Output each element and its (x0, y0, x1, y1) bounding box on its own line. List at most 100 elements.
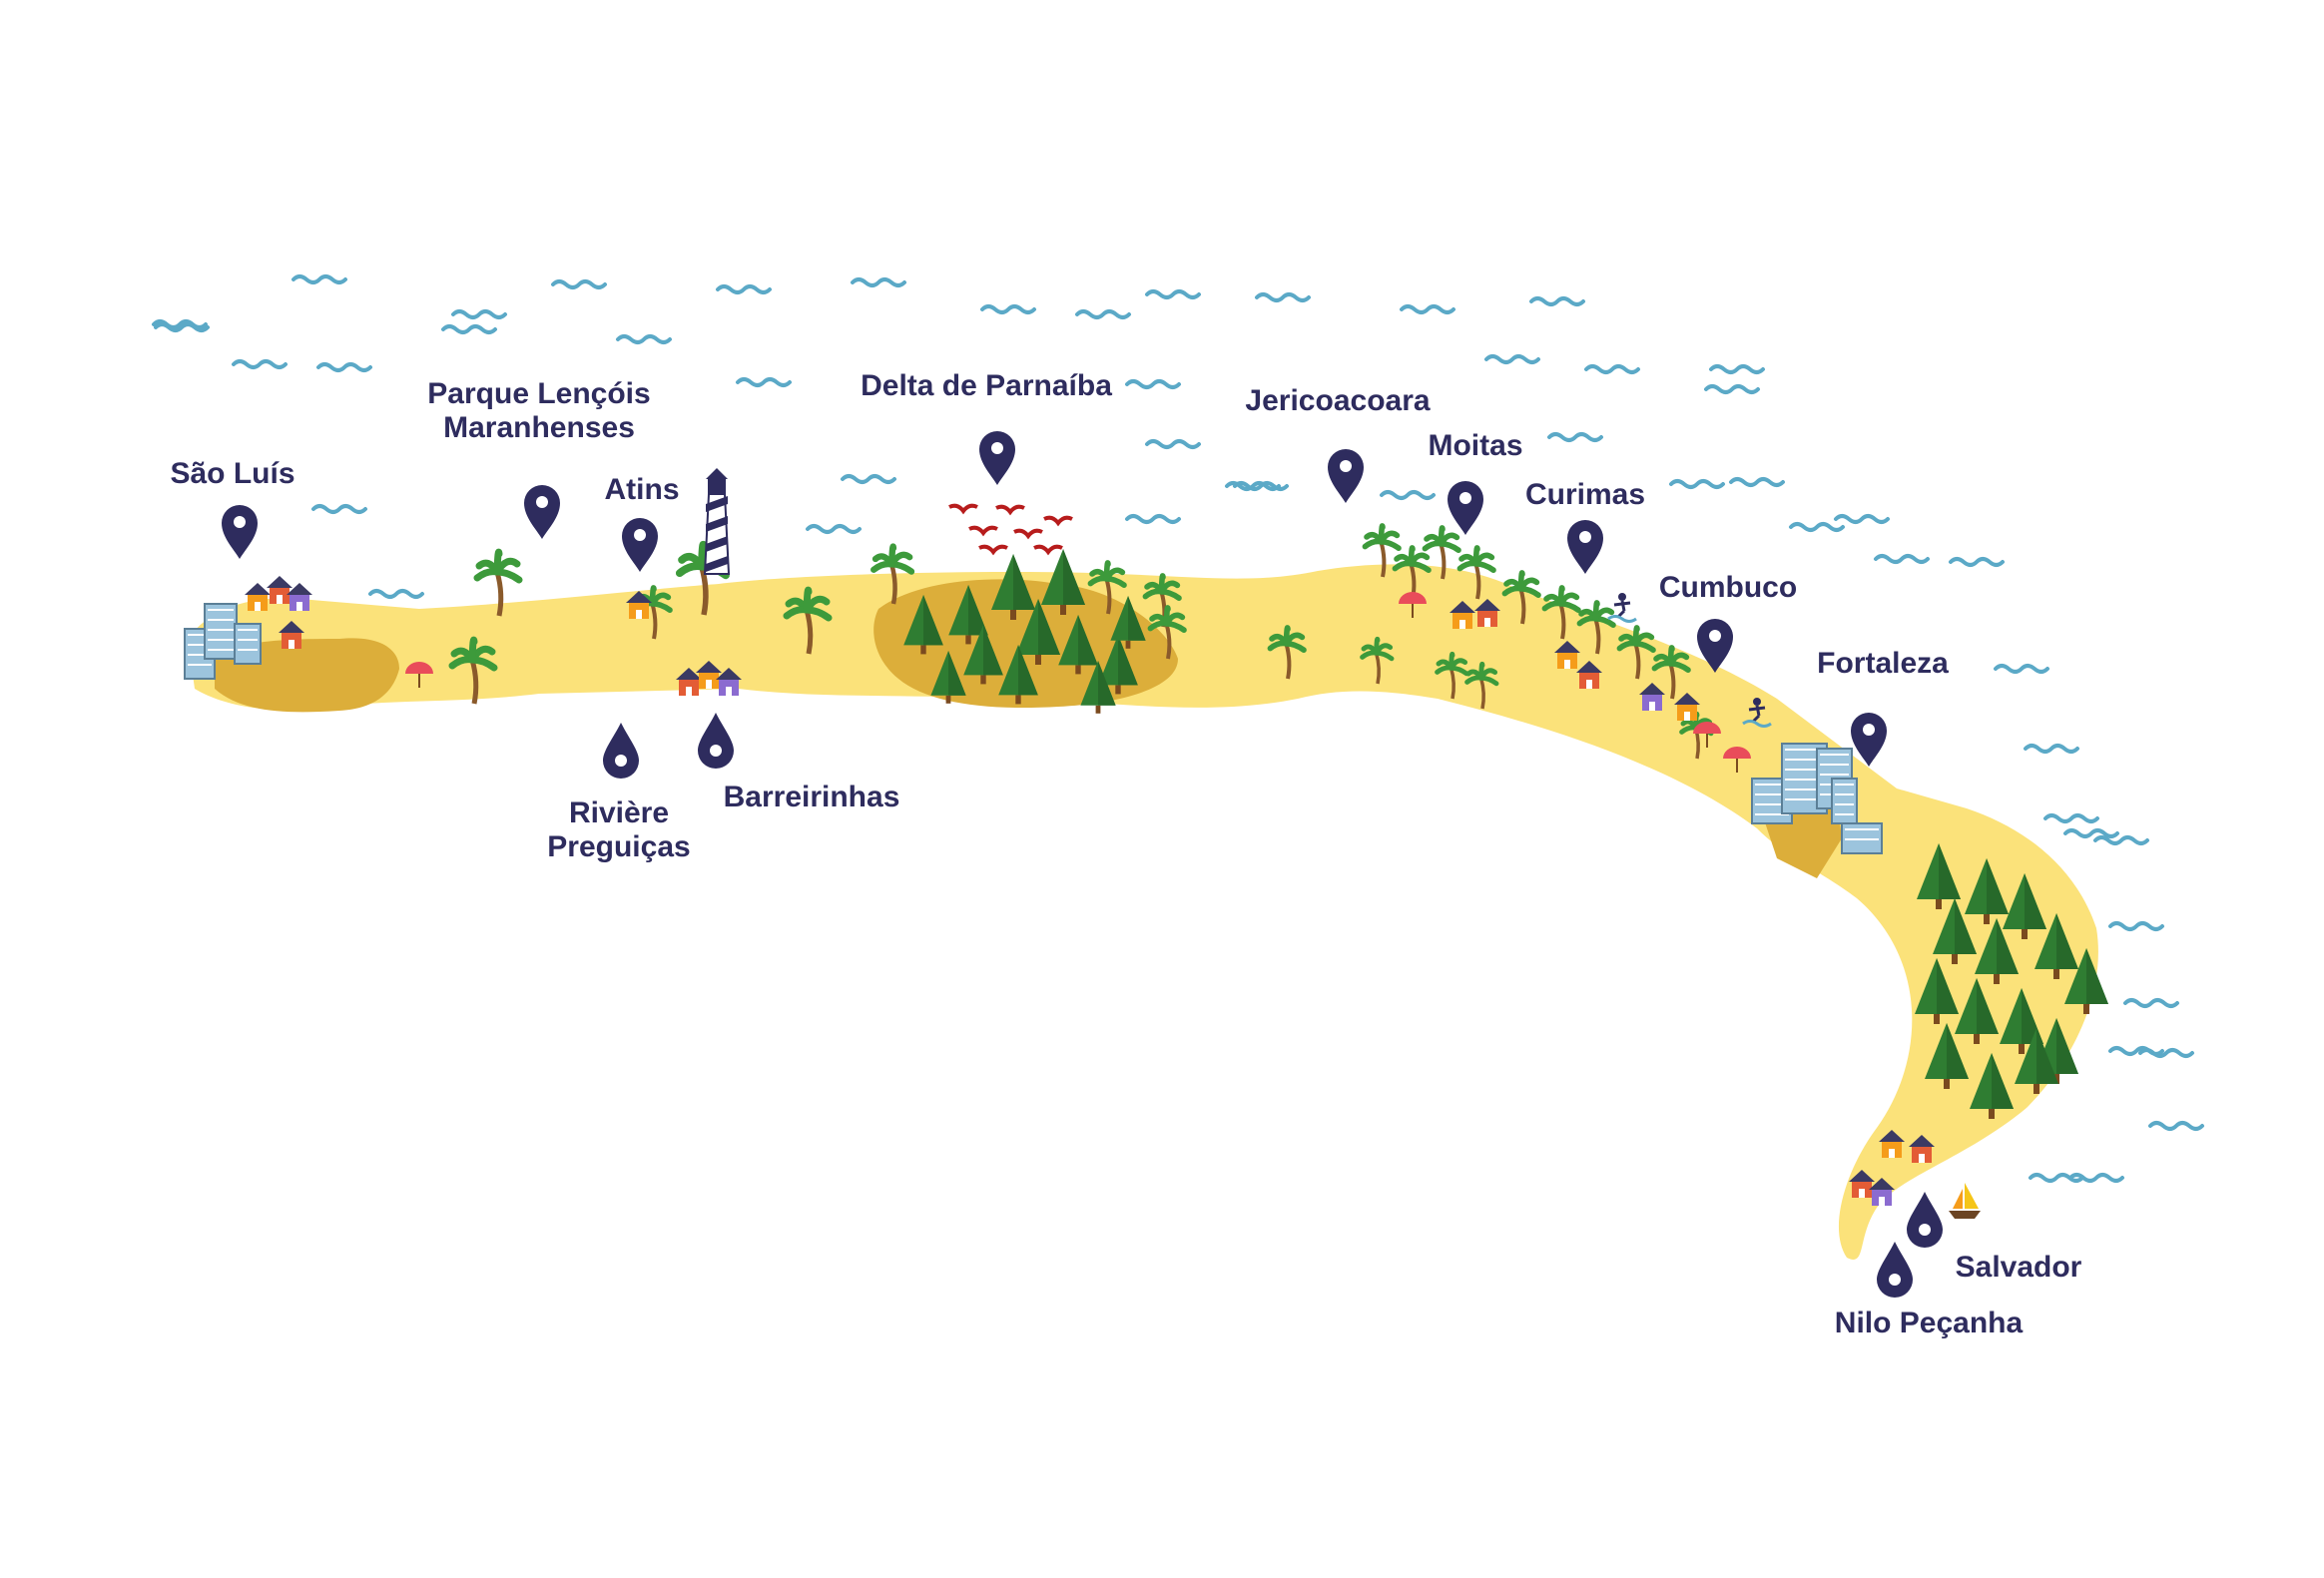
map-pin-icon (1328, 449, 1364, 503)
map-pin-icon (979, 431, 1015, 485)
wave-icon (716, 284, 772, 294)
wave-icon (1789, 522, 1845, 532)
house-icon (1909, 1135, 1935, 1163)
wave-icon (1547, 432, 1603, 442)
wave-icon (2068, 1173, 2124, 1183)
pin-cumbuco[interactable] (1697, 619, 1733, 673)
wave-icon (316, 362, 372, 372)
pine-tree-icon (2034, 913, 2078, 979)
pine-tree-icon (2003, 873, 2046, 939)
pin-moitas[interactable] (1448, 481, 1483, 535)
map-pin-icon (1567, 520, 1603, 574)
wave-icon (616, 334, 672, 344)
palm-tree-icon (1362, 523, 1402, 578)
beach-umbrella-icon (1723, 747, 1751, 773)
label-curimas: Curimas (1524, 478, 1646, 511)
label-fortaleza: Fortaleza (1817, 647, 1949, 680)
pin-barreirinhas[interactable] (698, 713, 734, 769)
wave-icon (1125, 514, 1181, 524)
pine-tree-icon (2015, 1028, 2058, 1094)
house-icon (1554, 641, 1580, 669)
label-jericoacoara: Jericoacoara (1245, 384, 1431, 417)
wave-icon (736, 377, 792, 387)
wave-icon (1225, 481, 1281, 491)
bird-icon (995, 504, 1025, 516)
wave-icon (1874, 554, 1930, 564)
house-icon (1639, 683, 1665, 711)
house-icon (287, 583, 312, 611)
map-pin-icon (1697, 619, 1733, 673)
palm-tree-icon (1576, 600, 1616, 655)
house-icon (716, 668, 742, 696)
wave-icon (1669, 479, 1725, 489)
palm-tree-icon (1456, 545, 1496, 600)
label-barreirinhas: Barreirinhas (723, 781, 900, 813)
sailboat-icon (1949, 1183, 1981, 1219)
palm-tree-icon (448, 636, 498, 705)
pin-fortaleza[interactable] (1851, 713, 1887, 767)
building-icon (234, 623, 262, 665)
label-salvador: Salvador (1955, 1251, 2082, 1284)
coast-strip (188, 564, 2098, 1260)
wave-icon (980, 304, 1036, 314)
label-moitas: Moitas (1428, 429, 1523, 462)
wave-icon (1075, 309, 1131, 319)
pin-salvador[interactable] (1907, 1192, 1943, 1248)
pin-atins[interactable] (622, 518, 658, 572)
map-pin-icon (622, 518, 658, 572)
house-icon (1474, 599, 1500, 627)
pine-tree-icon (1975, 918, 2019, 984)
map-pin-icon (524, 485, 560, 539)
house-icon (676, 668, 702, 696)
wave-icon (2123, 998, 2179, 1008)
wave-icon (1125, 379, 1181, 389)
pine-tree-icon (1915, 958, 1959, 1024)
wave-icon (1145, 289, 1201, 299)
wave-icon (2043, 813, 2099, 823)
bird-icon (1033, 544, 1063, 556)
pin-curimas[interactable] (1567, 520, 1603, 574)
label-atins: Atins (604, 473, 680, 506)
drop-pin-icon (1877, 1242, 1913, 1298)
wave-icon (2108, 921, 2164, 931)
map-pin-icon (1851, 713, 1887, 767)
pine-tree-icon (2064, 948, 2108, 1014)
house-icon (1879, 1130, 1905, 1158)
palm-tree-icon (473, 548, 523, 617)
map-pin-icon (222, 505, 258, 559)
palm-tree-icon (1616, 625, 1656, 680)
beach-umbrella-icon (1399, 592, 1427, 618)
pin-sao-luis[interactable] (222, 505, 258, 559)
pine-tree-icon (1965, 858, 2009, 924)
label-nilo-pecanha: Nilo Peçanha (1834, 1307, 2024, 1339)
pin-nilo-pecanha[interactable] (1877, 1242, 1913, 1298)
wave-icon (1949, 557, 2005, 567)
location-pins (222, 431, 1943, 1298)
pin-delta-parnaiba[interactable] (979, 431, 1015, 485)
wave-icon (851, 277, 906, 287)
house-icon (696, 661, 722, 689)
wave-icon (2108, 1046, 2164, 1056)
bird-icon (968, 525, 998, 537)
wave-icon (1834, 514, 1890, 524)
palm-tree-icon (1435, 651, 1469, 700)
beach-umbrella-icon (1693, 722, 1721, 748)
wave-icon (1484, 354, 1540, 364)
pine-tree-icon (1016, 599, 1060, 665)
wave-icon (2024, 744, 2079, 754)
house-icon (1869, 1178, 1895, 1206)
wave-icon (1529, 296, 1585, 306)
label-delta-parnaiba: Delta de Parnaíba (861, 369, 1112, 402)
palm-tree-icon (1422, 525, 1461, 580)
beach-umbrella-icon (405, 662, 433, 688)
surfer-icon (1742, 698, 1772, 728)
pin-riviere-preguicas[interactable] (603, 723, 639, 779)
pin-jericoacoara[interactable] (1328, 449, 1364, 503)
pine-tree-icon (1041, 549, 1085, 615)
pine-tree-icon (1917, 843, 1961, 909)
pin-parque-lencois[interactable] (524, 485, 560, 539)
bird-icon (948, 503, 978, 515)
pine-tree-icon (1955, 978, 1999, 1044)
bird-icon (978, 544, 1008, 556)
